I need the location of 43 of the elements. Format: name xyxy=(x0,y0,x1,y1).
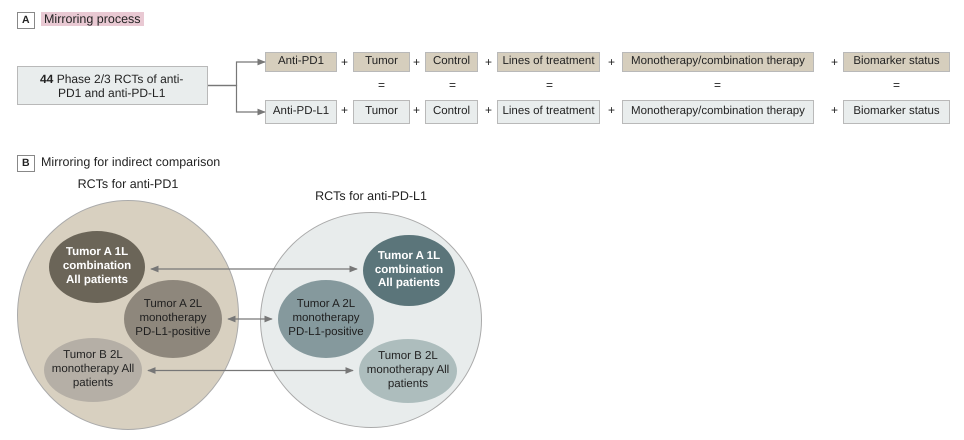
group-heading: RCTs for anti-PD-L1 xyxy=(314,189,428,204)
process-box: Monotherapy/combination therapy xyxy=(622,52,814,72)
operator-symbol: = xyxy=(714,78,722,92)
subgroup-ellipse: Tumor A 2L monotherapy PD-L1-positive xyxy=(278,280,374,358)
process-box: Tumor xyxy=(353,52,410,72)
process-box: Control xyxy=(425,100,478,124)
process-box: Lines of treatment xyxy=(497,52,600,72)
subgroup-ellipse: Tumor A 1L combination All patients xyxy=(49,231,145,303)
operator-symbol: + xyxy=(341,55,348,69)
panel-letter: B xyxy=(17,155,35,172)
process-box: Anti-PD1 xyxy=(265,52,337,72)
section-title: Mirroring for indirect comparison xyxy=(41,155,220,169)
operator-symbol: = xyxy=(893,78,900,92)
operator-symbol: = xyxy=(378,78,386,92)
operator-symbol: = xyxy=(546,78,554,92)
operator-symbol: + xyxy=(831,103,838,117)
group-heading: RCTs for anti-PD1 xyxy=(76,177,180,192)
operator-symbol: + xyxy=(341,103,348,117)
process-box: Control xyxy=(425,52,478,72)
operator-symbol: + xyxy=(608,55,616,69)
operator-symbol: + xyxy=(413,103,420,117)
arrow xyxy=(208,84,266,116)
arrow xyxy=(150,266,358,272)
process-box: Biomarker status xyxy=(843,52,950,72)
subgroup-ellipse: Tumor A 1L combination All patients xyxy=(363,235,455,306)
operator-symbol: + xyxy=(831,55,838,69)
subgroup-ellipse: Tumor B 2L monotherapy All patients xyxy=(44,338,142,402)
section-title: Mirroring process xyxy=(41,12,144,26)
process-box: Tumor xyxy=(353,100,410,124)
subgroup-ellipse: Tumor B 2L monotherapy All patients xyxy=(359,339,457,403)
operator-symbol: + xyxy=(485,103,492,117)
process-box: 44 Phase 2/3 RCTs of anti-PD1 and anti-PD-L1 xyxy=(17,66,208,105)
operator-symbol: + xyxy=(413,55,420,69)
process-box: Anti-PD-L1 xyxy=(265,100,337,124)
arrow xyxy=(147,367,354,374)
process-box: Monotherapy/combination therapy xyxy=(622,100,814,124)
process-box: Lines of treatment xyxy=(497,100,600,124)
operator-symbol: + xyxy=(485,55,492,69)
arrow xyxy=(227,316,273,322)
process-box: Biomarker status xyxy=(843,100,950,124)
panel-letter: A xyxy=(17,12,35,29)
operator-symbol: + xyxy=(608,103,616,117)
operator-symbol: = xyxy=(449,78,456,92)
